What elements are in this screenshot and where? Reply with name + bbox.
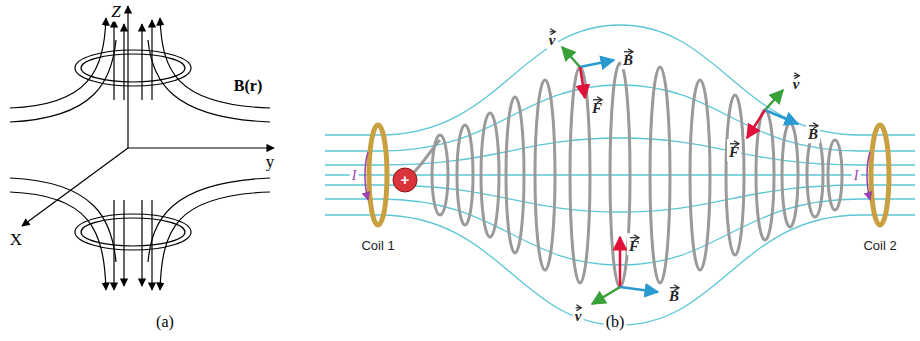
vector-label-text: B [669,288,679,304]
vector-label: F [727,139,741,161]
current-label-text: I [352,168,357,183]
vector-label-text: v [549,32,556,48]
force-vectors [562,47,798,304]
y-axis [128,147,274,148]
proton [393,168,417,192]
vector-label: F [627,233,641,255]
coil-1 [369,125,387,225]
coil-label: Coil 1 [359,239,396,253]
field-label-text: B(r) [234,77,262,94]
vector-label-text: F [629,238,639,254]
lower-loop [75,214,191,250]
panel-b [325,25,915,325]
current-label: I [852,168,861,183]
panel-caption: (b) [604,313,627,331]
axis-label: y [264,153,277,172]
vector-label: v [547,27,558,49]
coil-label-text: Coil 1 [361,238,394,253]
helix [405,63,842,287]
current-arrow [365,152,368,200]
vector-label-text: F [592,100,602,116]
upper-loop [75,50,191,86]
axis-label-text: Z [111,2,120,21]
coil-label: Coil 2 [861,239,898,253]
current-arrow [867,152,870,200]
vector-label: B [667,283,681,305]
vector-label-text: v [793,76,800,92]
panel-caption: (a) [154,313,176,331]
current-label-text: I [854,168,859,183]
axis-label-text: y [266,152,275,171]
field-label: B(r) [232,77,264,95]
vector-label: v [791,71,802,93]
z-axis [127,6,128,148]
current-label: I [350,168,359,183]
vector-label-text: F [729,144,739,160]
lower-loop [81,218,185,246]
vector-label: B [806,121,820,143]
charge-sign-text: + [401,171,410,188]
field-lines [10,18,270,290]
axis-label: X [8,231,24,250]
charge-sign: + [399,172,412,189]
coil-label-text: Coil 2 [863,238,896,253]
vector-label-text: B [623,52,633,68]
vector-label-text: v [575,308,582,324]
vector-label-text: B [808,126,818,142]
vector-label: v [573,303,584,325]
axis-label-text: X [10,230,22,249]
field-lines [325,25,915,325]
panel-caption-text: (b) [606,313,625,330]
vector-label: B [621,47,635,69]
coil-2 [871,125,889,225]
panel-a [10,6,274,290]
x-axis [22,148,128,226]
axis-label: Z [109,3,122,22]
panel-caption-text: (a) [156,313,174,330]
vector-label: F [590,95,604,117]
